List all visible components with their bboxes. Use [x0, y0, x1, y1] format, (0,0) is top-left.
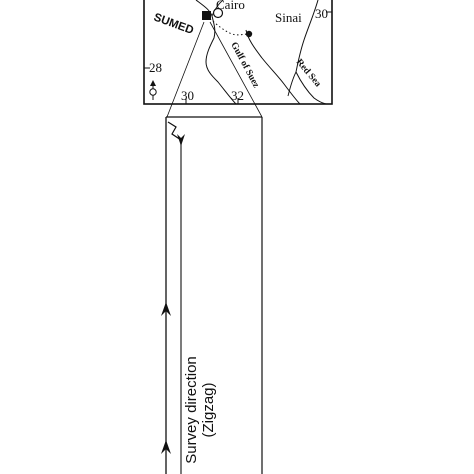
lat-label-30: 30 — [315, 6, 328, 21]
pipeline-label: SUMED — [152, 12, 195, 37]
suez-marker — [245, 30, 253, 38]
coastline-redsea — [287, 71, 297, 97]
sumed-pipeline — [206, 15, 249, 36]
inset-map: Cairo Sinai SUMED Gulf of Suez Red Sea 3… — [143, 0, 333, 105]
cairo-marker — [212, 7, 224, 19]
sumed-terminal-marker — [202, 11, 211, 20]
down-arrow-icon — [177, 134, 185, 146]
coastline-east — [245, 29, 301, 105]
zigzag-turn — [167, 121, 182, 145]
city-label: Cairo — [216, 0, 245, 12]
up-arrow-icon — [161, 302, 171, 316]
coastline-west — [195, 0, 237, 105]
sea-label: Red Sea — [294, 58, 323, 90]
north-arrow-icon — [149, 80, 157, 100]
gulf-label: Gulf of Suez — [228, 41, 261, 91]
up-arrow-icon — [161, 440, 171, 454]
survey-direction-label: Survey direction — [183, 356, 200, 464]
connector-right — [209, 21, 263, 118]
lon-label-32: 32 — [231, 88, 244, 103]
lon-label-30: 30 — [181, 88, 194, 103]
region-label: Sinai — [275, 10, 302, 25]
connector-left — [166, 21, 205, 118]
survey-pattern-label: (Zigzag) — [200, 382, 217, 437]
lat-label-28: 28 — [149, 60, 162, 75]
survey-strip: Survey direction (Zigzag) — [161, 116, 263, 474]
